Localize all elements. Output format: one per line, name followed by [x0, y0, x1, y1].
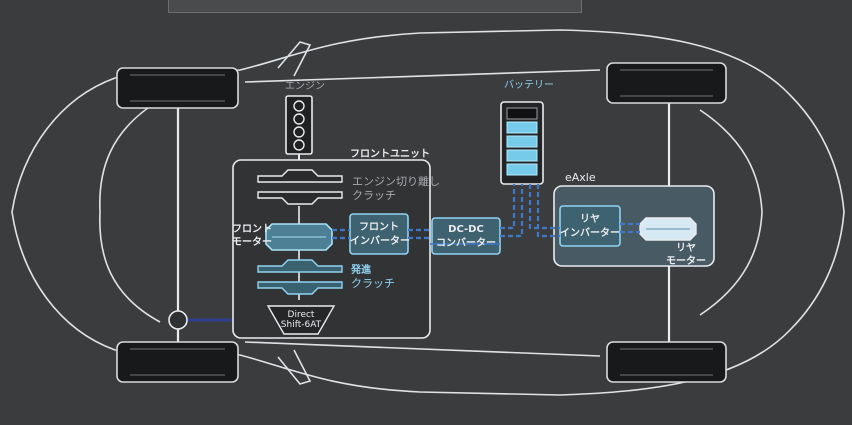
power-lines [332, 184, 640, 240]
wheels [116, 62, 727, 383]
front-differential [168, 310, 188, 330]
engine-block [285, 95, 313, 170]
front-motor-label-line2: モーター [232, 237, 272, 248]
transmission-shape [266, 305, 336, 335]
front-inverter-label-line2: インバーター [350, 236, 410, 247]
transmission-label-line2: Shift-6AT [280, 320, 322, 330]
start-clutch-label-line2: クラッチ [351, 277, 395, 290]
rear-motor-label-line2: モーター [666, 256, 706, 267]
engine-clutch-label-line1: エンジン切り離し [352, 175, 440, 188]
rear-inverter-box [559, 205, 621, 247]
rear-motor-label-line1: リヤ [676, 243, 696, 254]
front-unit-label: フロントユニット [350, 149, 430, 160]
transmission-label-line1: Direct [287, 310, 315, 320]
rear-inverter-label-line2: インバーター [560, 228, 620, 239]
battery-label: バッテリー [504, 80, 554, 91]
top-image-strip [168, 0, 582, 13]
front-inverter-label-line1: フロント [359, 222, 399, 233]
front-unit-box [232, 159, 431, 339]
start-clutch-label-line1: 発進 [351, 265, 371, 276]
car-body-outline [11, 29, 845, 396]
rear-inverter-label-line1: リヤ [580, 214, 600, 225]
front-inverter-box [349, 213, 409, 255]
engine-clutch-shape [257, 169, 343, 205]
front-motor-label-line1: フロント [232, 224, 272, 235]
eaxle-label: eAxle [565, 171, 596, 184]
engine-clutch-label-line2: クラッチ [352, 189, 396, 202]
start-clutch-shape [257, 259, 343, 295]
dcdc-label-line2: コンバーター [436, 238, 496, 249]
dcdc-label-line1: DC-DC [448, 224, 484, 235]
rear-motor-shape [639, 217, 697, 241]
battery-pack [500, 101, 544, 185]
engine-label: エンジン [285, 81, 325, 92]
